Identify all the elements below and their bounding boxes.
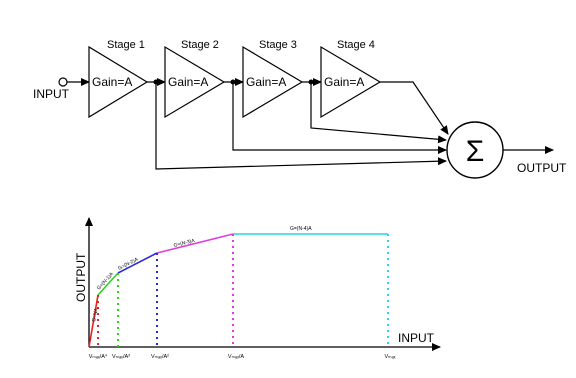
stage-3-label: Stage 3 [259,39,297,51]
y-axis-label: OUTPUT [74,252,88,302]
x-tick-3: Vₘₐₓ/A² [151,354,169,360]
stage-2-label: Stage 2 [181,39,219,51]
stage-1-label: Stage 1 [107,39,145,51]
stage-3-gain: Gain=A [246,75,286,89]
stage-4-label: Stage 4 [337,39,375,51]
tap-after-stage-1 [155,82,447,170]
segment-4 [156,233,234,254]
x-tick-1: Vₘₐₓ/A⁴ [89,353,108,360]
stage-4-gain: Gain=A [324,75,364,89]
x-tick-5: Vₘₐₓ [385,354,396,360]
segment-3 [117,252,158,274]
stage-3-amplifier [242,45,304,119]
segment-2 [97,272,119,296]
x-tick-4: Vₘₐₓ/A [228,354,244,360]
input-terminal [58,77,68,87]
transfer-graph: OUTPUT INPUT G=NA G=(N-1)A G=(N-2)A G=(N… [74,217,441,360]
stage-2-amplifier [164,45,226,119]
segment-1-label: G=NA [91,307,100,322]
stage-3: Stage 3 Gain=A [242,39,304,119]
stage-1-gain: Gain=A [92,75,132,89]
x-tick-2: Vₘₐₓ/A³ [112,354,130,360]
stage-2-gain: Gain=A [168,75,208,89]
segment-5-label: G=(N-4)A [290,226,312,232]
sigma-symbol: Σ [466,135,485,168]
stage-4: Stage 4 Gain=A [320,39,382,119]
segment-1 [88,294,99,348]
stage-4-output-line [380,81,449,135]
block-diagram: INPUT Stage 1 Gain=A Stage 2 Gain=A Stag… [33,39,567,179]
stage-2: Stage 2 Gain=A [164,39,226,119]
segment-2-label: G=(N-1)A [96,271,115,292]
tap-after-stage-3 [310,82,447,144]
tap-after-stage-2 [232,82,447,154]
output-label: OUTPUT [517,161,567,175]
input-label: INPUT [33,87,70,101]
segment-4-label: G=(N-3)A [173,238,196,249]
stage-1-amplifier [88,45,149,119]
x-axis-label: INPUT [398,331,435,345]
stage-4-amplifier [320,45,382,119]
stage-1: Stage 1 Gain=A [88,39,149,119]
